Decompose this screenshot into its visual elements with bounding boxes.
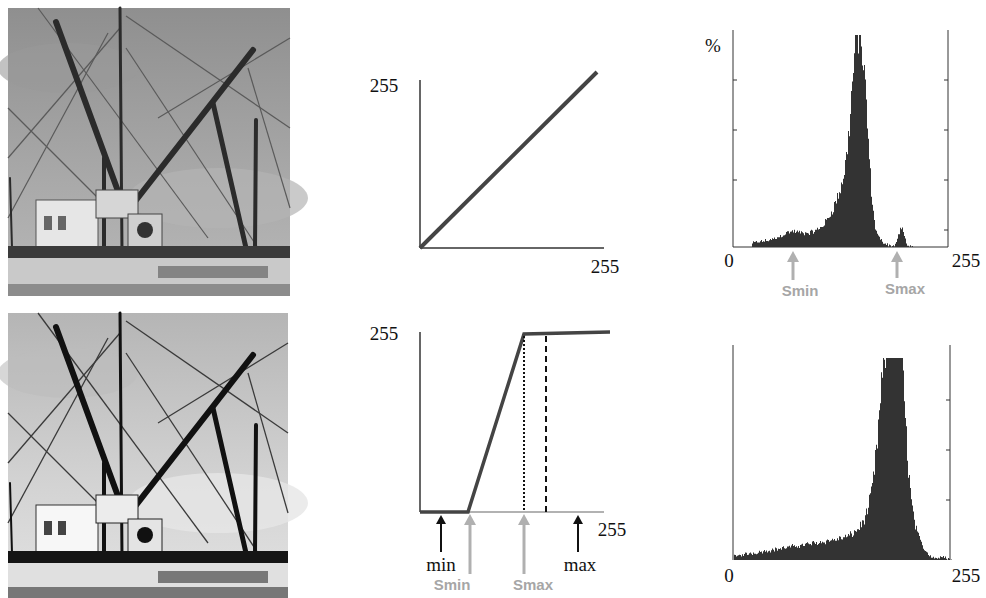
boat-photo bbox=[0, 8, 308, 296]
stretch-plot bbox=[420, 332, 610, 574]
identity-plot bbox=[420, 72, 604, 248]
axis-min-label: 0 bbox=[724, 566, 734, 585]
axis-max-label: 255 bbox=[598, 520, 627, 539]
smin-smax-arrows bbox=[787, 251, 903, 280]
smin-label: Smin bbox=[434, 577, 471, 592]
max-label: max bbox=[564, 555, 597, 574]
axis-min-label: 0 bbox=[724, 251, 734, 270]
axis-max-label: 255 bbox=[952, 566, 981, 585]
smin-label: Smin bbox=[782, 283, 819, 298]
smax-label: Smax bbox=[513, 577, 553, 592]
histogram-bars bbox=[734, 35, 947, 247]
axis-max-label: 255 bbox=[370, 76, 399, 95]
boat-photo-stretched bbox=[0, 313, 308, 598]
histogram-frame bbox=[733, 30, 948, 247]
axis-max-label: 255 bbox=[952, 251, 981, 270]
smax-label: Smax bbox=[885, 281, 925, 296]
axis-max-label: 255 bbox=[370, 324, 399, 343]
histogram-frame bbox=[733, 345, 950, 560]
min-label: min bbox=[426, 555, 456, 574]
histogram-bars bbox=[734, 358, 952, 560]
axis-max-label: 255 bbox=[591, 257, 620, 276]
axis-unit-label: % bbox=[705, 36, 721, 55]
